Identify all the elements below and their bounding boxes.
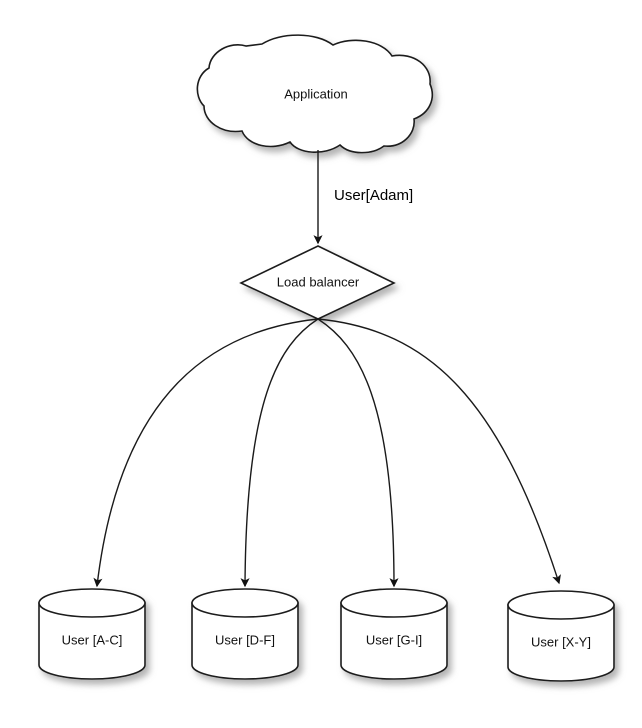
edge-curve-shard-3 [317,318,561,585]
edge-application-to-load-balancer: User[Adam] [313,150,413,245]
cylinder-shape-3 [507,590,615,682]
application-label: Application [284,86,348,101]
node-shard-3[interactable]: User [X-Y] [507,590,615,682]
load-balancer-label: Load balancer [277,274,360,289]
cylinder-shape-0 [38,588,146,680]
shard-3-label: User [X-Y] [531,634,591,649]
node-shard-0[interactable]: User [A-C] [38,588,146,680]
cylinder-shape-1 [191,588,299,680]
node-load-balancer[interactable]: Load balancer [239,245,396,320]
edge-label-user-adam: User[Adam] [334,187,413,204]
shard-1-label: User [D-F] [215,632,275,647]
edge-lb-to-shard-1 [240,318,319,588]
shard-2-label: User [G-I] [366,632,422,647]
edge-lb-to-shard-0 [93,318,319,588]
node-shard-2[interactable]: User [G-I] [340,588,448,680]
edge-curve-shard-2 [317,318,399,588]
edge-curve-shard-0 [93,318,319,588]
edge-lb-to-shard-2 [317,318,399,588]
cylinder-shape-2 [340,588,448,680]
shard-0-label: User [A-C] [62,632,123,647]
edge-curve-shard-1 [240,318,319,588]
edge-lb-to-shard-3 [317,318,561,585]
cloud-shape [196,34,434,154]
node-shard-1[interactable]: User [D-F] [191,588,299,680]
node-application[interactable]: Application [196,34,434,154]
